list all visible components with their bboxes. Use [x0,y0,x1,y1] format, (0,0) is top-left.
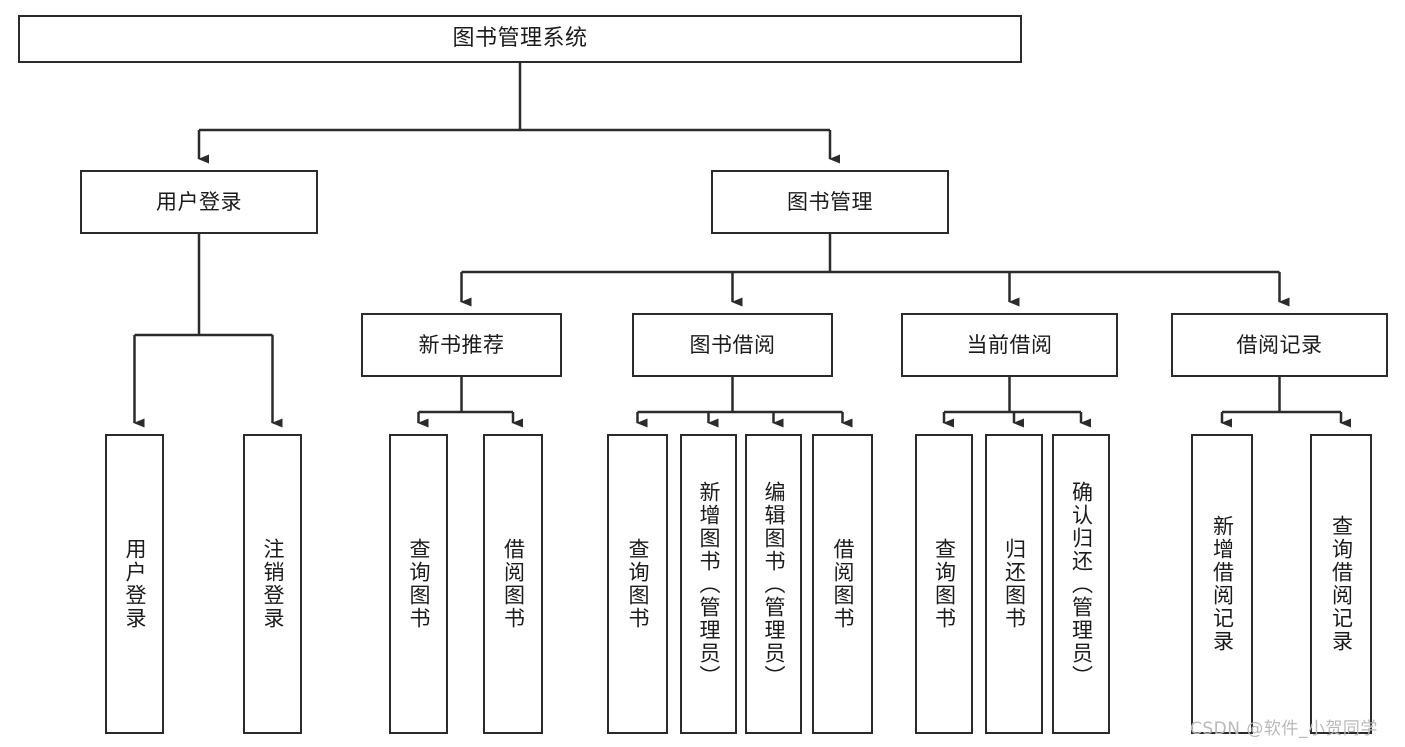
leaf-user-login[interactable]: 用户登录 [105,434,164,734]
node-current-borrow-label: 当前借阅 [966,332,1053,357]
leaf-edit-book[interactable]: 编辑图书（管理员） [745,434,802,734]
leaf-borrow-book-2[interactable]: 借阅图书 [812,434,873,734]
leaf-logout-label: 注销登录 [261,538,285,630]
leaf-confirm-return[interactable]: 确认归还（管理员） [1052,434,1110,734]
leaf-return-book[interactable]: 归还图书 [985,434,1043,734]
node-new-book-recommend[interactable]: 新书推荐 [361,313,562,377]
node-root[interactable]: 图书管理系统 [18,15,1022,63]
leaf-edit-book-label: 编辑图书（管理员） [762,480,786,688]
leaf-borrow-book-1[interactable]: 借阅图书 [483,434,543,734]
node-user-login-label: 用户登录 [156,189,242,214]
leaf-borrow-book-1-label: 借阅图书 [501,538,526,630]
node-new-book-recommend-label: 新书推荐 [418,332,505,357]
leaf-add-borrow-record-label: 新增借阅记录 [1210,515,1235,653]
node-book-manage-label: 图书管理 [787,189,873,214]
leaf-confirm-return-label: 确认归还（管理员） [1069,480,1094,688]
leaf-query-book-2-label: 查询图书 [626,538,650,630]
node-book-manage[interactable]: 图书管理 [711,170,949,234]
node-book-borrow-label: 图书借阅 [689,332,776,357]
leaf-query-book-1[interactable]: 查询图书 [389,434,448,734]
csdn-watermark: CSDN @软件_小贺同学 [1190,719,1378,739]
leaf-query-book-1-label: 查询图书 [407,538,431,630]
node-current-borrow[interactable]: 当前借阅 [901,313,1118,377]
leaf-logout[interactable]: 注销登录 [243,434,302,734]
leaf-query-borrow-record-label: 查询借阅记录 [1329,515,1354,653]
leaf-query-book-2[interactable]: 查询图书 [607,434,668,734]
node-borrow-record-label: 借阅记录 [1236,332,1323,357]
leaf-query-book-3-label: 查询图书 [932,538,957,630]
leaf-add-borrow-record[interactable]: 新增借阅记录 [1191,434,1253,734]
leaf-return-book-label: 归还图书 [1002,538,1027,630]
leaf-borrow-book-2-label: 借阅图书 [831,538,855,630]
leaf-add-book-label: 新增图书（管理员） [697,480,721,688]
node-root-label: 图书管理系统 [452,26,588,52]
leaf-query-book-3[interactable]: 查询图书 [915,434,973,734]
node-book-borrow[interactable]: 图书借阅 [632,313,833,377]
leaf-add-book[interactable]: 新增图书（管理员） [680,434,737,734]
leaf-user-login-label: 用户登录 [123,538,147,630]
leaf-query-borrow-record[interactable]: 查询借阅记录 [1310,434,1372,734]
node-borrow-record[interactable]: 借阅记录 [1171,313,1388,377]
node-user-login[interactable]: 用户登录 [80,170,318,234]
